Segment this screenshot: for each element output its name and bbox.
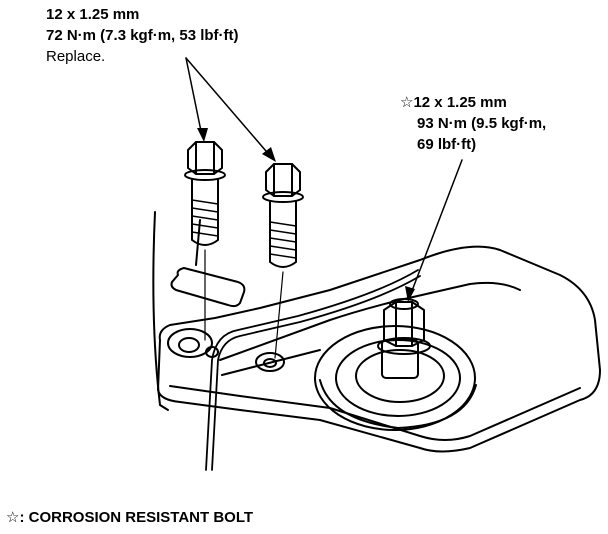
bolt-torque-left: 72 N·m (7.3 kgf·m, 53 lbf·ft) xyxy=(46,27,239,44)
bolt-size-right: 12 x 1.25 mm xyxy=(413,94,507,111)
arrowhead-left-1 xyxy=(197,128,208,142)
replace-note: Replace. xyxy=(46,48,106,65)
leader-left-2 xyxy=(185,57,273,159)
leader-right xyxy=(409,159,463,297)
mount-plate-edge xyxy=(169,385,581,441)
star-icon: ☆ xyxy=(400,94,414,111)
arrowhead-left-2 xyxy=(262,147,276,162)
bolt-size-left: 12 x 1.25 mm xyxy=(46,6,140,23)
left-bolt xyxy=(184,141,226,341)
body-panel xyxy=(152,211,169,411)
nut-washer xyxy=(377,337,431,355)
bolt-torque-right-line1: 93 N·m (9.5 kgf·m, xyxy=(417,115,547,132)
left-boss-hole xyxy=(178,337,200,353)
mount-lip xyxy=(319,379,477,429)
mid-hole-inner xyxy=(263,358,277,368)
brake-line xyxy=(211,275,421,471)
flange-lower xyxy=(221,349,321,376)
middle-bolt xyxy=(262,163,304,359)
mid-hole xyxy=(255,352,285,372)
stud-base xyxy=(381,339,419,379)
leader-left-1 xyxy=(185,57,203,137)
bolt-spec-callout-right: ☆12 x 1.25 mm 93 N·m (9.5 kgf·m, 69 lbf·… xyxy=(400,92,546,155)
mount-inner-ring xyxy=(355,349,445,403)
slot-hole xyxy=(170,267,246,308)
bolt-torque-right-line2: 69 lbf·ft) xyxy=(417,136,477,153)
bolt-spec-callout-left: 12 x 1.25 mm 72 N·m (7.3 kgf·m, 53 lbf·f… xyxy=(46,4,239,67)
legend-text: : CORROSION RESISTANT BOLT xyxy=(19,509,254,526)
flange xyxy=(219,281,521,361)
star-icon: ☆ xyxy=(6,509,20,526)
mount-plate xyxy=(157,245,601,453)
arrowhead-right xyxy=(405,286,415,302)
nut-top xyxy=(389,298,419,310)
left-boss xyxy=(167,328,213,358)
legend: ☆: CORROSION RESISTANT BOLT xyxy=(6,508,253,526)
